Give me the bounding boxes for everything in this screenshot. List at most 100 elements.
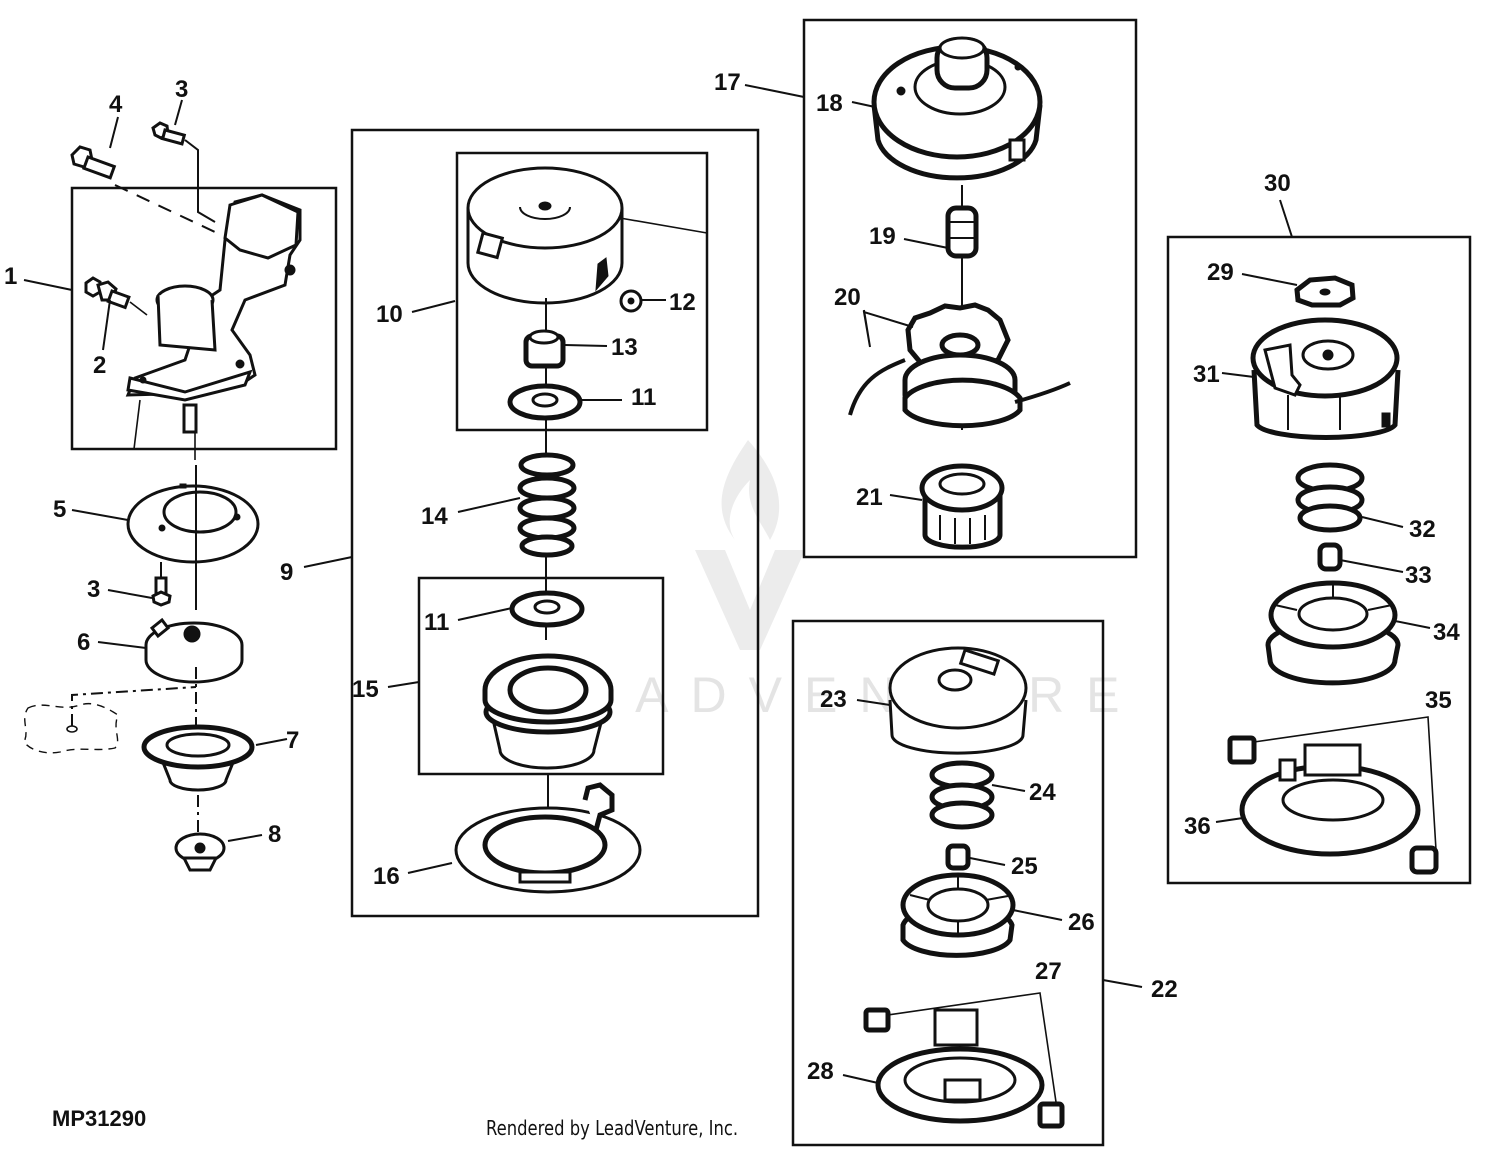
callout-29: 29: [1207, 259, 1234, 286]
trimmer-head-kit-30: [1166, 235, 1472, 885]
washer-part: [507, 383, 583, 421]
callout-3-lower: 3: [87, 576, 100, 603]
render-credit: Rendered by LeadVenture, Inc.: [486, 1116, 739, 1140]
callout-21: 21: [856, 484, 883, 511]
cover-part: [466, 166, 624, 305]
callout-24: 24: [1029, 779, 1056, 806]
callout-34: 34: [1433, 619, 1460, 646]
eyelet-35-leader: [1253, 716, 1437, 851]
callout-1: 1: [4, 263, 17, 290]
callout-12: 12: [669, 289, 696, 316]
callout-30: 30: [1264, 170, 1291, 197]
callout-33: 33: [1405, 562, 1432, 589]
watermark-flame-icon: [721, 440, 780, 540]
callout-11-lower: 11: [424, 609, 449, 636]
callout-25: 25: [1011, 853, 1038, 880]
callout-27: 27: [1035, 958, 1062, 985]
adapter-part: [144, 617, 244, 684]
callouts: 1 2 3 4 5 3 6 7 8 9 10 11 12 13 14 11 15…: [4, 69, 1460, 1085]
gear-head-group: [70, 121, 338, 460]
callout-8: 8: [268, 821, 281, 848]
spool-20-part: [848, 302, 1071, 429]
trimmer-head-kit-17: [802, 18, 1138, 559]
gear-head-part: [125, 193, 302, 434]
callout-2: 2: [93, 352, 106, 379]
spring-24-part: [929, 760, 995, 830]
watermark: LEADVENTURE: [530, 440, 1120, 723]
callout-11: 11: [631, 384, 656, 411]
spool-34-part: [1265, 580, 1401, 686]
callout-28: 28: [807, 1058, 834, 1085]
callout-31: 31: [1193, 361, 1220, 388]
kit-15-box: [417, 576, 665, 776]
spring-part: [517, 452, 577, 558]
cover-31-part: [1250, 317, 1401, 440]
bolt-part: [70, 145, 117, 180]
callout-18: 18: [816, 90, 843, 117]
callout-22: 22: [1151, 976, 1178, 1003]
kit-10-box: [455, 151, 709, 432]
callout-7: 7: [286, 727, 299, 754]
callout-6: 6: [77, 629, 90, 656]
callout-20: 20: [834, 284, 861, 311]
callout-5: 5: [53, 496, 66, 523]
callout-4: 4: [109, 91, 123, 118]
fitting-leader: [129, 301, 148, 316]
washer-cup-part: [141, 724, 255, 792]
bolt-leader: [114, 184, 216, 233]
screw-part: [151, 121, 187, 146]
callout-13: 13: [611, 334, 638, 361]
washer-lower-part: [509, 590, 585, 628]
eyelet-27-part: [863, 1007, 1065, 1129]
watermark-v-icon: [695, 550, 805, 650]
figure-id: MP31290: [52, 1106, 147, 1131]
callout-26: 26: [1068, 909, 1095, 936]
callout-9: 9: [280, 559, 293, 586]
housing-part: [454, 782, 642, 894]
spring-32-part: [1295, 462, 1365, 533]
nut-part: [174, 832, 226, 872]
callout-3: 3: [175, 76, 188, 103]
callout-32: 32: [1409, 516, 1436, 543]
eyelet-part: [619, 289, 643, 313]
callout-14: 14: [421, 503, 448, 530]
trimmer-head-kit-9: [350, 128, 760, 918]
spool-part: [482, 653, 614, 770]
mount-reference: [23, 686, 197, 754]
callout-19: 19: [869, 223, 896, 250]
callout-23: 23: [820, 686, 847, 713]
guard-plate-part: [126, 483, 260, 564]
kit-22-box: [791, 619, 1105, 1147]
eyelet-35-part: [1227, 735, 1439, 875]
callout-15: 15: [352, 676, 379, 703]
screw-leader: [184, 139, 216, 223]
insert-33-part: [1317, 542, 1343, 572]
callout-17: 17: [714, 69, 741, 96]
screw-lower-part: [151, 562, 172, 607]
gear-head-box: [70, 186, 338, 451]
cover-23-part: [888, 646, 1028, 755]
kit-17-box: [802, 18, 1138, 559]
tube-line: [133, 399, 141, 450]
cover-leader: [619, 217, 708, 234]
spool-26-part: [900, 872, 1016, 958]
callout-10: 10: [376, 301, 403, 328]
nut-13-part: [523, 329, 566, 369]
cover-18-part: [871, 36, 1043, 181]
fitting-part: [84, 276, 131, 310]
callout-35: 35: [1425, 687, 1452, 714]
housing-28-part: [875, 1008, 1045, 1124]
insert-25-part: [945, 843, 971, 871]
kit-9-box: [350, 128, 760, 918]
callout-16: 16: [373, 863, 400, 890]
cap-29-part: [1294, 275, 1356, 308]
callout-36: 36: [1184, 813, 1211, 840]
kit-30-box: [1166, 235, 1472, 885]
knob-21-part: [919, 463, 1005, 550]
housing-36-part: [1239, 743, 1421, 857]
spring-19-part: [945, 205, 979, 259]
leader-lines: [23, 84, 1431, 1084]
eyelet-27-leader: [887, 992, 1057, 1103]
trimmer-head-kit-22: [791, 619, 1105, 1147]
